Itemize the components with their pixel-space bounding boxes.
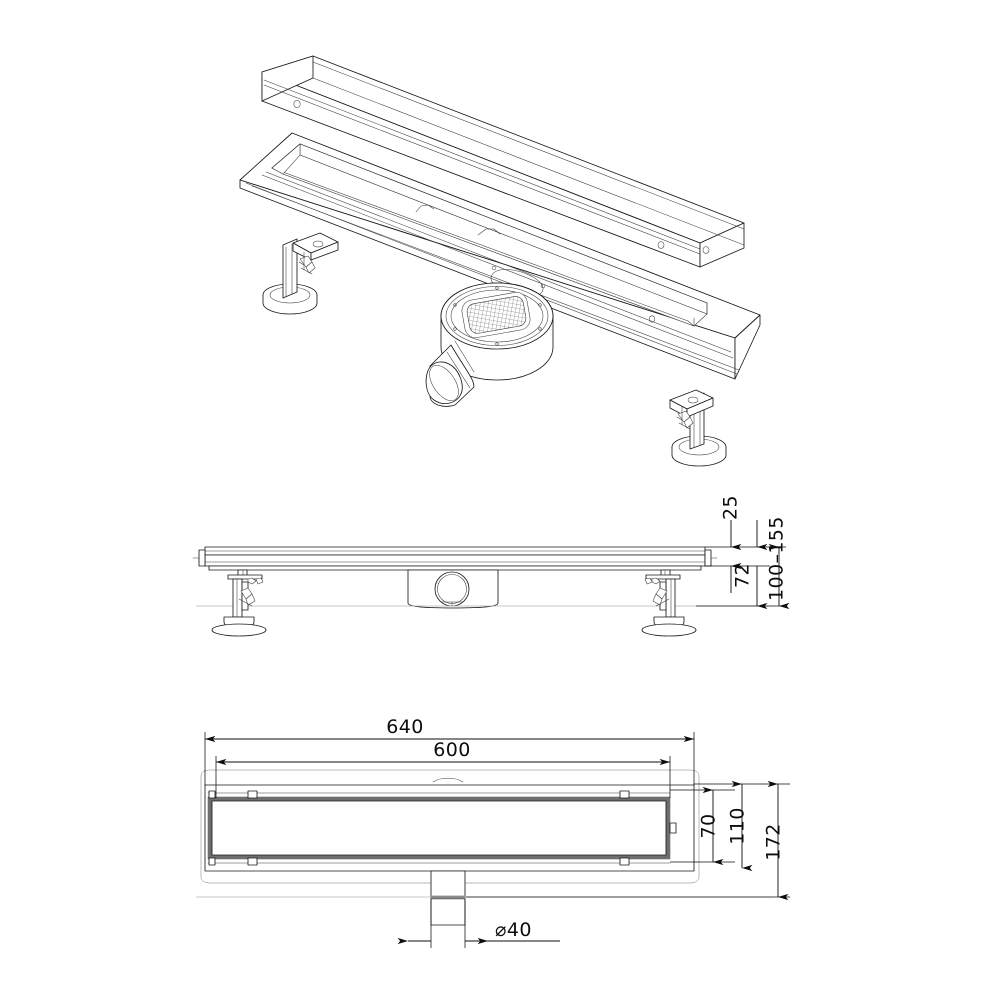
dim-100-155: 100–155 [756,516,790,610]
dim-72: 72 [730,520,768,593]
adjustable-foot-right [669,389,727,467]
dim-d40-label: ⌀40 [495,919,532,941]
dim-110: 110 [727,780,753,872]
dim-70-label: 70 [698,814,720,839]
side-elevation-view: 25 72 100–155 [192,495,790,637]
side-foot-right [641,569,697,637]
dim-25: 25 [720,495,742,551]
dim-172: 172 [763,780,789,901]
side-foot-left [211,569,267,637]
channel-body-with-flange [239,132,761,380]
adjustable-foot-left [262,232,339,315]
dim-600-label: 600 [433,739,470,761]
dim-72-label: 72 [732,563,754,588]
dim-172-label: 172 [763,823,785,860]
drain-trap-body-with-outlet [425,282,554,407]
dim-640-label: 640 [386,716,423,738]
dim-100-155-label: 100–155 [766,516,788,601]
dim-640: 640 [204,716,695,743]
exploded-isometric-view [239,55,761,467]
dim-d40: ⌀40 [397,899,560,948]
cover-grate-plate [261,55,745,268]
dim-600: 600 [215,739,671,766]
dim-70: 70 [698,786,724,866]
dim-25-label: 25 [720,495,742,520]
dim-110-label: 110 [727,807,749,844]
front-elevation-view: 640 600 70 110 [196,716,790,948]
